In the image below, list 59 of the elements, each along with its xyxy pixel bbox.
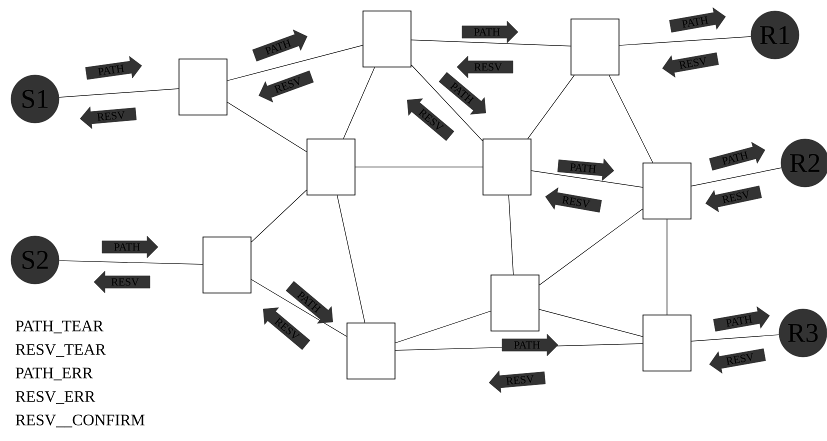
router-box: [642, 162, 692, 220]
direction-arrow: [705, 186, 762, 212]
link-line: [528, 75, 574, 139]
router-box: [362, 10, 412, 68]
link-line: [608, 75, 654, 163]
router-box: [306, 138, 356, 196]
link-line: [691, 168, 782, 186]
router-box: [570, 18, 620, 76]
router-box: [178, 58, 228, 116]
link-line: [58, 260, 203, 265]
link-line: [227, 45, 363, 81]
message-name: PATH_TEAR: [16, 320, 104, 334]
link-line: [411, 40, 571, 46]
link-line: [58, 88, 179, 98]
message-name: PATH_ERR: [16, 368, 93, 380]
direction-arrow: [557, 158, 614, 181]
link-line: [355, 166, 483, 168]
link-line: [539, 208, 643, 286]
direction-arrow: [80, 106, 137, 129]
direction-arrow: [502, 334, 558, 356]
link-line: [539, 309, 643, 337]
direction-arrow: [545, 187, 602, 213]
direction-arrow: [407, 98, 454, 141]
router-box: [642, 314, 692, 372]
link-line: [666, 219, 668, 315]
router-box: [482, 138, 532, 196]
message-name: RESV__CONFIRM: [16, 414, 145, 428]
direction-arrow: [713, 306, 770, 332]
link-line: [251, 279, 347, 337]
direction-arrow: [662, 52, 719, 78]
direction-arrow: [258, 70, 314, 102]
link-line: [411, 64, 483, 142]
link-line: [336, 195, 366, 323]
direction-arrow: [94, 270, 150, 294]
link-line: [619, 36, 752, 46]
direction-arrow: [456, 56, 514, 78]
direction-arrow: [709, 348, 766, 374]
direction-arrow: [462, 20, 518, 44]
direction-arrow: [709, 142, 766, 171]
router-box: [202, 236, 252, 294]
link-line: [251, 190, 307, 242]
link-line: [531, 170, 643, 188]
direction-arrow: [286, 281, 333, 324]
message-name: RESV_ERR: [16, 391, 96, 404]
direction-arrow: [488, 370, 546, 393]
direction-arrow: [263, 307, 310, 350]
message-name: RESV_TEAR: [16, 344, 106, 357]
direction-arrow: [438, 72, 486, 114]
direction-arrow: [85, 56, 142, 80]
direction-arrow: [669, 7, 726, 33]
link-line: [395, 310, 491, 344]
link-line: [227, 102, 307, 152]
router-box: [346, 322, 396, 380]
link-line: [691, 334, 780, 342]
link-line: [508, 195, 514, 275]
router-box: [490, 274, 540, 332]
link-line: [343, 67, 375, 139]
direction-arrow: [102, 236, 158, 258]
direction-arrow: [252, 30, 308, 62]
